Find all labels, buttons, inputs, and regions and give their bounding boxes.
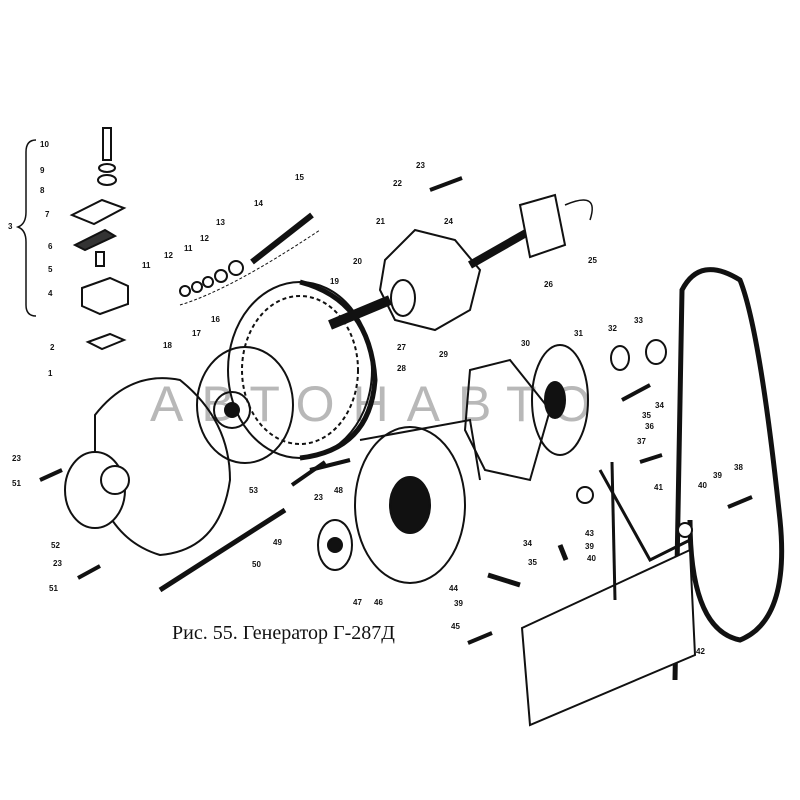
callout-label: 35: [528, 558, 537, 567]
callout-label: 14: [254, 199, 263, 208]
bolts: [39, 453, 753, 645]
callout-label: 44: [449, 584, 458, 593]
rear-cover: [196, 346, 294, 464]
callout-label: 50: [252, 560, 261, 569]
callout-label: 29: [439, 350, 448, 359]
callout-label: 1: [48, 369, 53, 378]
callout-label: 24: [444, 217, 453, 226]
callout-label: 23: [416, 161, 425, 170]
callout-label: 34: [655, 401, 664, 410]
callout-label: 12: [200, 234, 209, 243]
drive-end-cover: [354, 418, 481, 584]
callout-label: 32: [608, 324, 617, 333]
callout-label: 23: [53, 559, 62, 568]
callout-label: 3: [8, 222, 13, 231]
callout-label: 35: [642, 411, 651, 420]
callout-label: 20: [353, 257, 362, 266]
callout-label: 4: [48, 289, 53, 298]
callout-label: 39: [713, 471, 722, 480]
callout-label: 39: [585, 542, 594, 551]
callout-label: 9: [40, 166, 45, 175]
callout-label: 15: [295, 173, 304, 182]
callout-label: 23: [12, 454, 21, 463]
drive-belt: [672, 267, 785, 681]
callout-label: 13: [216, 218, 225, 227]
callout-label: 8: [40, 186, 45, 195]
callout-label: 36: [645, 422, 654, 431]
screw-washer-group: [179, 212, 321, 306]
callout-label: 47: [353, 598, 362, 607]
callout-label: 37: [637, 437, 646, 446]
callout-label: 25: [588, 256, 597, 265]
callout-label: 31: [574, 329, 583, 338]
callout-label: 41: [654, 483, 663, 492]
callout-label: 18: [163, 341, 172, 350]
callout-label: 46: [374, 598, 383, 607]
callout-label: 52: [51, 541, 60, 550]
callout-label: 12: [164, 251, 173, 260]
callout-label: 34: [523, 539, 532, 548]
callout-label: 27: [397, 343, 406, 352]
callout-label: 6: [48, 242, 53, 251]
callout-label: 28: [397, 364, 406, 373]
callout-label: 39: [454, 599, 463, 608]
callout-label: 26: [544, 280, 553, 289]
callout-label: 2: [50, 343, 55, 352]
callout-label: 51: [49, 584, 58, 593]
callout-label: 53: [249, 486, 258, 495]
callout-label: 10: [40, 140, 49, 149]
mounting-bracket: [520, 461, 697, 727]
callout-label: 16: [211, 315, 220, 324]
callout-label: 38: [734, 463, 743, 472]
rotor: [328, 176, 593, 332]
brush-holder-assembly: [69, 127, 129, 351]
callout-label: 40: [698, 481, 707, 490]
callout-label: 45: [451, 622, 460, 631]
figure-caption: Рис. 55. Генератор Г-287Д: [172, 622, 395, 644]
callout-label: 22: [393, 179, 402, 188]
group-brace: [15, 139, 37, 317]
spacer-bushing: [158, 458, 353, 593]
callout-label: 11: [142, 261, 151, 270]
callout-label: 49: [273, 538, 282, 547]
callout-label: 19: [330, 277, 339, 286]
callout-label: 23: [314, 493, 323, 502]
stator: [227, 279, 378, 461]
fan-and-pulley: [463, 339, 667, 482]
callout-label: 33: [634, 316, 643, 325]
callout-label: 40: [587, 554, 596, 563]
callout-label: 11: [184, 244, 193, 253]
callout-label: 30: [521, 339, 530, 348]
callout-label: 42: [696, 647, 705, 656]
front-housing: [64, 377, 232, 557]
callout-label: 21: [376, 217, 385, 226]
callout-label: 51: [12, 479, 21, 488]
callout-label: 17: [192, 329, 201, 338]
callout-label: 43: [585, 529, 594, 538]
callout-label: 5: [48, 265, 53, 274]
callout-label: 7: [45, 210, 50, 219]
callout-label: 48: [334, 486, 343, 495]
